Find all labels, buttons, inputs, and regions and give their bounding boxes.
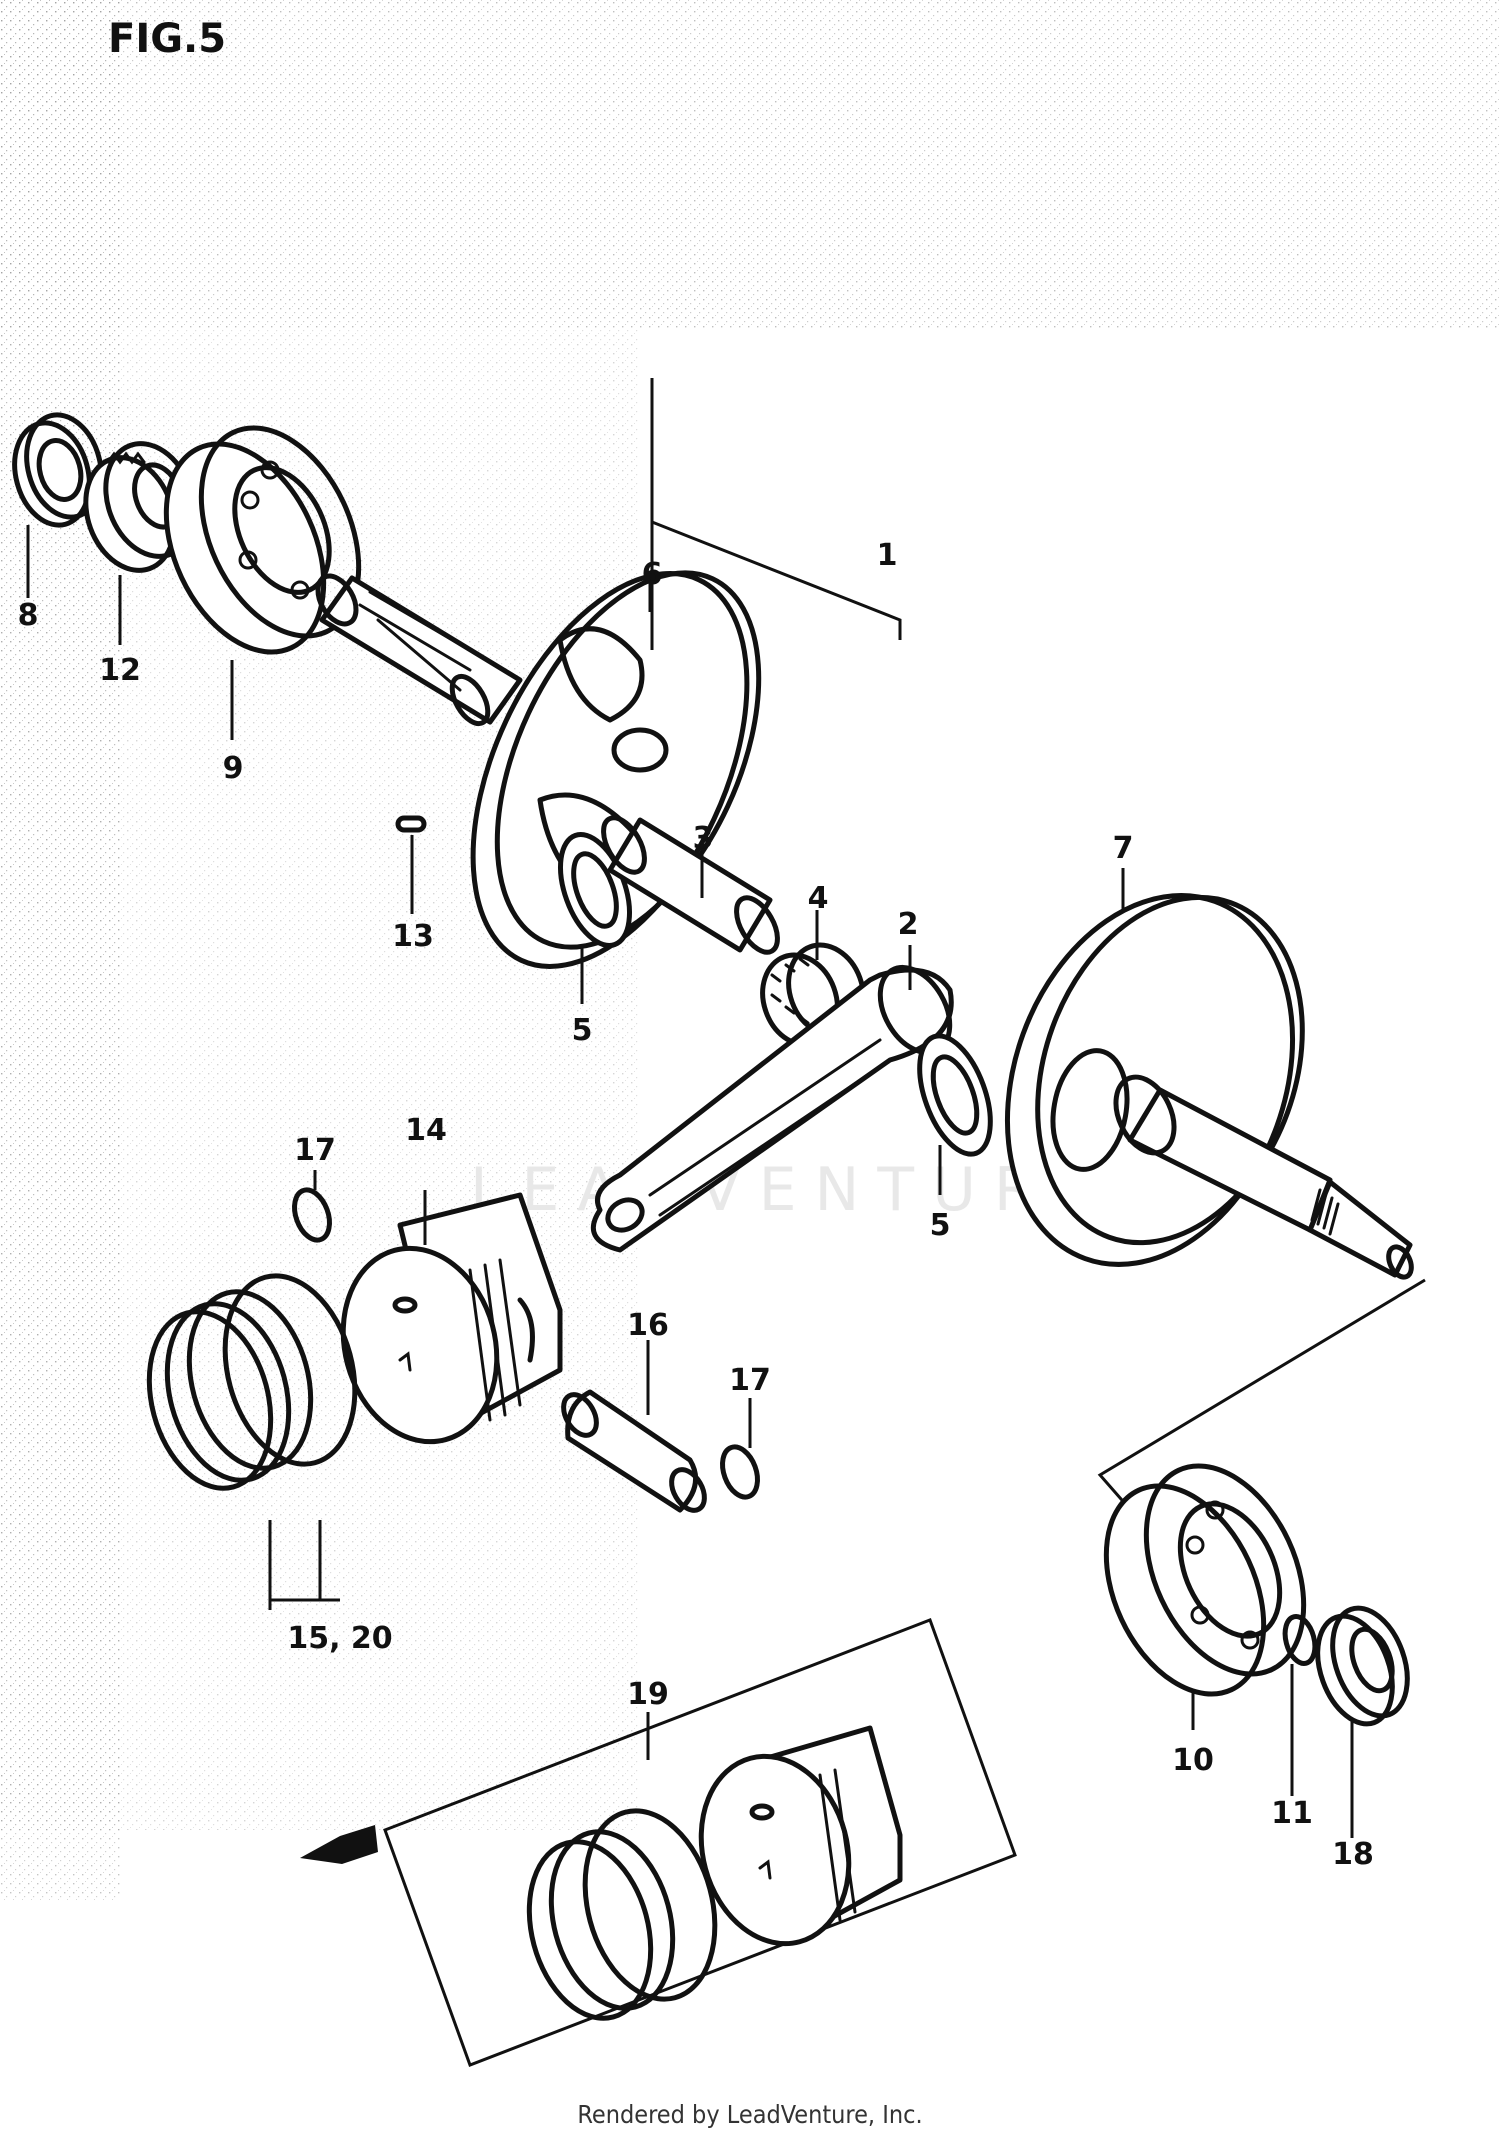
callout-9: 9 bbox=[223, 751, 244, 786]
crank-pin-part-3 bbox=[601, 815, 780, 955]
callout-12: 12 bbox=[99, 653, 141, 688]
piston-part-14 bbox=[340, 1192, 563, 1445]
callout-5-right: 5 bbox=[930, 1208, 951, 1243]
callout-1: 1 bbox=[877, 538, 898, 573]
figure-title: FIG.5 bbox=[108, 16, 226, 62]
callout-19: 19 bbox=[627, 1677, 669, 1712]
piston-rings-part-15-20 bbox=[146, 1273, 358, 1491]
oil-seal-right-part-18 bbox=[1315, 1605, 1410, 1727]
callout-labels: 1 2 3 4 5 5 6 7 8 9 10 11 12 13 14 15, 2… bbox=[18, 538, 1374, 1872]
woodruff-key-part-13 bbox=[395, 815, 427, 833]
main-bearing-left-part-9 bbox=[163, 425, 362, 655]
crank-web-right-part-7 bbox=[1004, 893, 1305, 1267]
callout-17-left: 17 bbox=[294, 1133, 336, 1168]
callout-10: 10 bbox=[1172, 1743, 1214, 1778]
o-ring-part-11 bbox=[1282, 1614, 1318, 1666]
callout-16: 16 bbox=[627, 1308, 669, 1343]
callout-7: 7 bbox=[1113, 831, 1134, 866]
callout-13: 13 bbox=[392, 919, 434, 954]
callout-leaders bbox=[26, 525, 1354, 1838]
front-direction-arrow-icon bbox=[300, 1825, 378, 1864]
callout-17-right: 17 bbox=[729, 1363, 771, 1398]
callout-8: 8 bbox=[18, 598, 39, 633]
callout-3: 3 bbox=[693, 821, 714, 856]
piston-set-box-part-19 bbox=[383, 1618, 1017, 2067]
callout-14: 14 bbox=[405, 1113, 447, 1148]
thrust-washer-right-part-5 bbox=[917, 1033, 993, 1157]
main-bearing-right-part-10 bbox=[1103, 1463, 1307, 1697]
callout-15-20: 15, 20 bbox=[287, 1621, 392, 1656]
leadventure-watermark: LEADVENTURE bbox=[470, 1155, 1110, 1225]
bracket-assembly-1 bbox=[650, 378, 902, 640]
callout-5-left: 5 bbox=[572, 1013, 593, 1048]
crankshaft-left-journal bbox=[315, 573, 523, 727]
render-credit-footer: Rendered by LeadVenture, Inc. bbox=[577, 2100, 923, 2129]
bracket-part-15-20 bbox=[268, 1520, 340, 1610]
callout-4: 4 bbox=[808, 881, 829, 916]
piston-pin-clip-left-part-17 bbox=[292, 1187, 332, 1243]
bracket-part-10-right bbox=[1097, 1278, 1426, 1516]
piston-pin-part-16 bbox=[561, 1389, 707, 1513]
piston-pin-clip-right-part-17 bbox=[720, 1444, 760, 1500]
oil-seal-left-part-8 bbox=[12, 412, 104, 528]
connecting-rod-part-2 bbox=[590, 964, 954, 1253]
callout-18: 18 bbox=[1332, 1837, 1374, 1872]
callout-11: 11 bbox=[1271, 1796, 1313, 1831]
callout-2: 2 bbox=[898, 907, 919, 942]
crankshaft-right-journal bbox=[1113, 1074, 1414, 1280]
callout-6: 6 bbox=[642, 557, 663, 592]
